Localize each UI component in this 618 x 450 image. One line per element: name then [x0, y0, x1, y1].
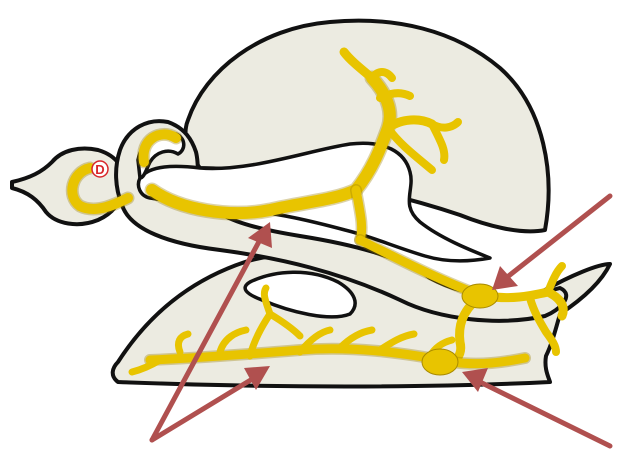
lower-ganglion: [422, 349, 458, 375]
head-marker: D: [92, 161, 108, 177]
upper-ganglion: [462, 284, 498, 308]
head-marker-label: D: [95, 162, 104, 177]
arrow-to-lower-ganglion: [480, 382, 610, 446]
